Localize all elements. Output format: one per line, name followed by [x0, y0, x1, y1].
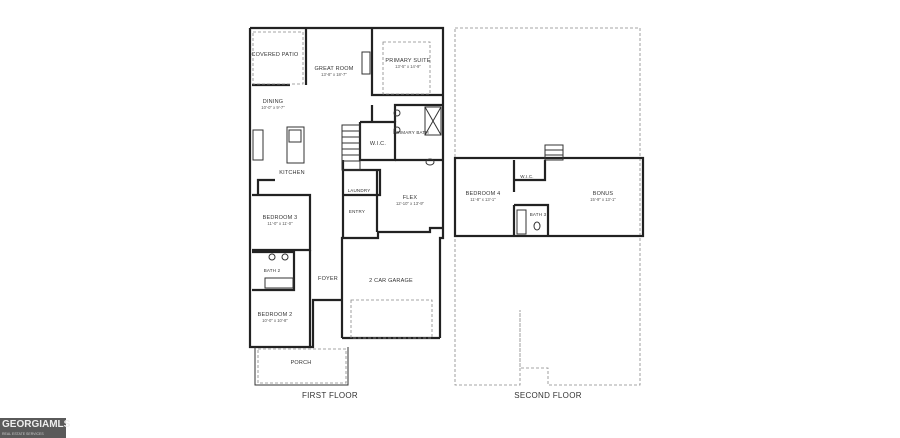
room-label-covered-patio: COVERED PATIO	[251, 52, 299, 58]
first-floor-labels: COVERED PATIO GREAT ROOM 13'-8" x 18'-7"…	[251, 52, 430, 400]
room-label-laundry: LAUNDRY	[348, 188, 371, 193]
room-dim: 12'-10" x 13'-9"	[396, 201, 425, 206]
room-label-foyer: FOYER	[318, 276, 338, 282]
room-label-flex: FLEX	[403, 195, 418, 201]
room-label-entry: ENTRY	[349, 209, 365, 214]
room-label-wic: W.I.C.	[370, 141, 386, 147]
room-label-bath-2: BATH 2	[264, 268, 281, 273]
room-label-primary-suite: PRIMARY SUITE	[385, 58, 430, 64]
kitchen-island	[286, 126, 305, 164]
logo-tagline: REAL ESTATE SERVICES	[2, 432, 44, 436]
room-label-primary-bath: PRIMARY BATH	[393, 130, 429, 135]
georgia-mls-logo: GEORGIAMLS REAL ESTATE SERVICES	[0, 418, 70, 438]
room-label-garage: 2 CAR GARAGE	[369, 278, 413, 284]
room-label-wic-2: W.I.C.	[520, 174, 533, 179]
second-floor-labels: BEDROOM 4 11'-8" x 13'-1" W.I.C. BATH 3 …	[466, 174, 617, 400]
room-dim: 13'-8" x 18'-7"	[321, 72, 347, 77]
room-dim: 11'-8" x 13'-1"	[470, 197, 496, 202]
room-dim: 10'-0" x 9'-7"	[261, 105, 285, 110]
room-label-bedroom-4: BEDROOM 4	[466, 191, 501, 197]
room-label-kitchen: KITCHEN	[279, 170, 305, 176]
second-floor-walls	[453, 27, 645, 386]
room-dim: 10'-0" x 10'-8"	[262, 318, 288, 323]
room-dim: 15'-9" x 13'-1"	[590, 197, 616, 202]
second-floor-caption: SECOND FLOOR	[514, 391, 582, 400]
first-floor-walls	[248, 26, 445, 386]
room-label-bath-3: BATH 3	[530, 212, 547, 217]
room-label-great-room: GREAT ROOM	[314, 66, 353, 72]
room-dim: 13'-5" x 14'-9"	[395, 64, 421, 69]
room-label-dining: DINING	[263, 99, 283, 105]
room-dim: 11'-0" x 11'-0"	[267, 221, 293, 226]
room-label-bedroom-2: BEDROOM 2	[258, 312, 293, 318]
room-label-bonus: BONUS	[593, 191, 614, 197]
logo-text: GEORGIAMLS	[2, 419, 71, 430]
room-label-bedroom-3: BEDROOM 3	[263, 215, 298, 221]
first-floor-caption: FIRST FLOOR	[302, 391, 358, 400]
room-label-porch: PORCH	[291, 360, 312, 366]
stairs	[341, 124, 361, 171]
